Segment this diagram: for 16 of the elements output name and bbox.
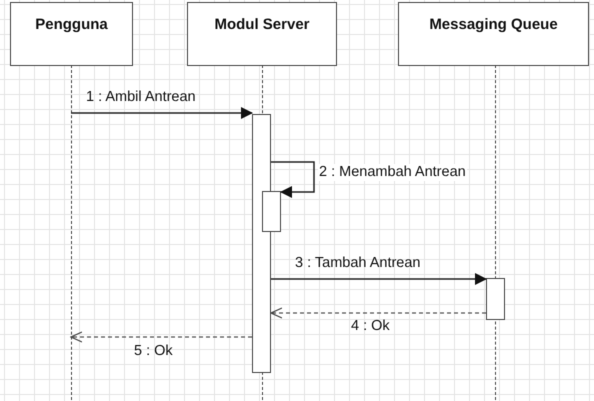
activation-bar — [262, 191, 281, 232]
message-arrow — [271, 273, 487, 285]
participant-name: Modul Server — [214, 16, 310, 33]
edge-label: 2 : Menambah Antrean — [318, 164, 467, 181]
activation-bar — [252, 114, 271, 373]
message-arrow — [271, 161, 315, 198]
edge-label: 1 : Ambil Antrean — [85, 89, 197, 106]
activation-bar — [486, 278, 505, 320]
participant-name: Messaging Queue — [429, 16, 558, 33]
participant-name: Pengguna — [35, 16, 108, 33]
message-arrow — [70, 331, 252, 343]
message-arrow — [71, 107, 253, 119]
edge-label: 3 : Tambah Antrean — [294, 255, 422, 272]
edge-label: 4 : Ok — [350, 318, 391, 335]
edge-label: 5 : Ok — [133, 343, 174, 360]
message-arrow — [270, 307, 486, 319]
